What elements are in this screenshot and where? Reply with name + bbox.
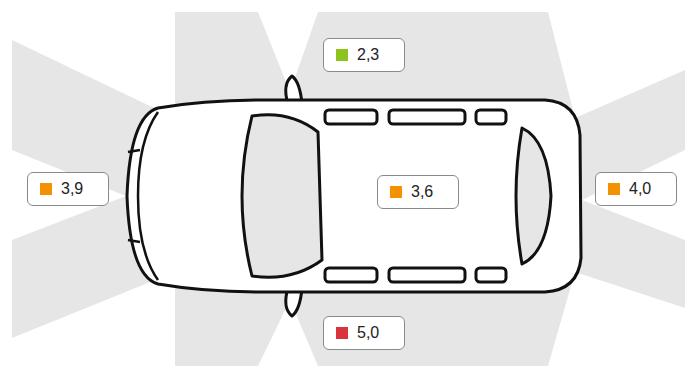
rating-square xyxy=(40,183,52,195)
rating-value: 4,0 xyxy=(629,180,651,198)
value-box: 3,6 xyxy=(377,175,459,209)
value-box: 5,0 xyxy=(323,316,405,350)
value-box: 4,0 xyxy=(595,172,677,206)
car-body xyxy=(127,76,581,316)
light-rays xyxy=(12,12,685,366)
ground xyxy=(12,12,685,366)
rating-square xyxy=(336,49,348,61)
rating-value: 5,0 xyxy=(357,324,379,342)
rating-value: 3,9 xyxy=(61,180,83,198)
rating-square xyxy=(390,186,402,198)
rating-square xyxy=(608,183,620,195)
value-box: 3,9 xyxy=(27,172,109,206)
rating-value: 2,3 xyxy=(357,46,379,64)
rating-square xyxy=(336,327,348,339)
value-box: 2,3 xyxy=(323,38,405,72)
rating-value: 3,6 xyxy=(411,183,433,201)
